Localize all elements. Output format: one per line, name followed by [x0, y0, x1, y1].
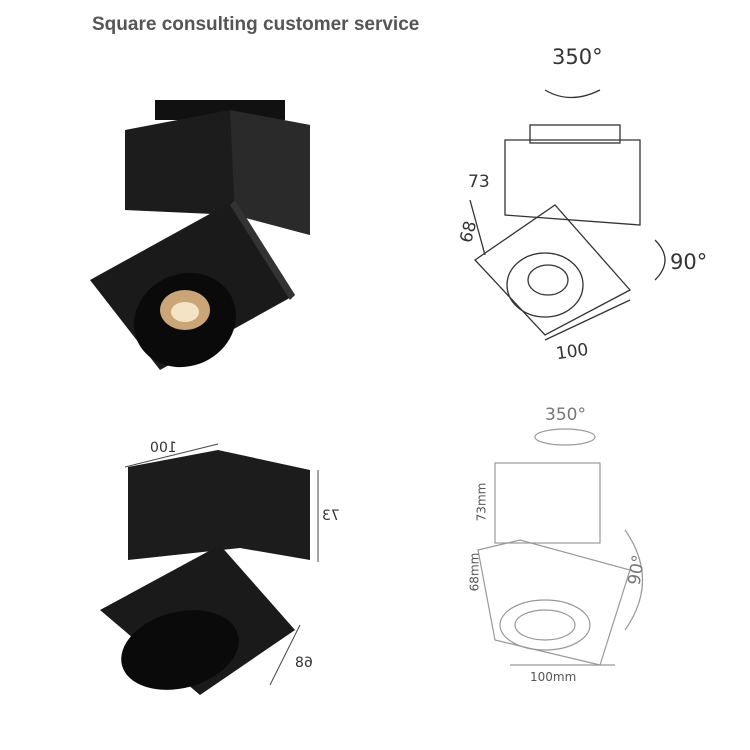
dimension-diagram-bottom [477, 428, 643, 666]
rotation-350-label-bottom: 350° [545, 405, 586, 425]
dimension-diagram-top [469, 89, 666, 341]
photo-width-text: 100 [150, 440, 177, 456]
rotation-350-label: 350° [552, 45, 603, 69]
rotation-90-label: 90° [670, 250, 708, 274]
photo-height-text: 73 [322, 508, 340, 524]
height-label-bottom: 73mm [474, 482, 489, 522]
width-label-bottom: 100mm [530, 670, 577, 684]
photo-depth-label: 68 [295, 655, 313, 671]
height-label: 73 [468, 172, 490, 192]
photo-depth-text: 68 [295, 655, 313, 671]
photo-height-label: 73 [322, 508, 340, 524]
spotlight-photo-top [90, 100, 310, 370]
depth-label-bottom: 68mm [467, 552, 482, 592]
spotlight-photo-bottom [100, 443, 319, 695]
photo-width-label: 100 [150, 440, 177, 456]
page-title: Square consulting customer service [92, 14, 420, 35]
